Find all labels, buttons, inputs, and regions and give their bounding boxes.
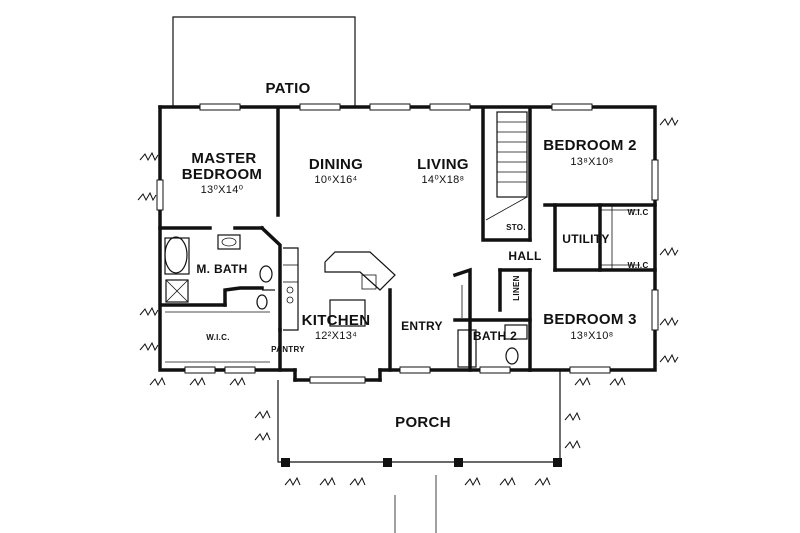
linen-label: LINEN bbox=[512, 275, 521, 301]
dining-dims: 10⁶X16⁴ bbox=[314, 174, 357, 186]
master-bedroom-label-1: MASTER bbox=[191, 150, 256, 167]
hall-label: HALL bbox=[508, 249, 541, 263]
closet-shelving bbox=[165, 205, 640, 363]
bath2-label: BATH 2 bbox=[473, 329, 517, 343]
interior-walls bbox=[158, 108, 657, 372]
wic-master-label: W.I.C. bbox=[206, 333, 230, 342]
pantry-label: PANTRY bbox=[271, 345, 305, 354]
utility-label: UTILITY bbox=[562, 232, 609, 246]
sto-label: STO. bbox=[506, 223, 526, 232]
m-bath-label: M. BATH bbox=[196, 262, 247, 276]
kitchen-dims: 12²X13⁴ bbox=[315, 330, 357, 342]
living-dims: 14⁰X18⁸ bbox=[422, 174, 465, 186]
windows bbox=[156, 103, 659, 384]
wic-b3-label: W.I.C bbox=[627, 261, 648, 270]
master-bedroom-dims: 13⁰X14⁰ bbox=[201, 184, 244, 196]
patio-label: PATIO bbox=[265, 80, 310, 97]
staircase bbox=[485, 111, 528, 221]
master-bedroom-label-2: BEDROOM bbox=[182, 166, 262, 183]
kitchen-label: KITCHEN bbox=[302, 312, 371, 329]
dining-label: DINING bbox=[309, 156, 363, 173]
bedroom3-dims: 13⁸X10⁸ bbox=[570, 330, 613, 342]
bedroom2-label: BEDROOM 2 bbox=[543, 137, 637, 154]
landscape-shrubs bbox=[137, 116, 679, 487]
porch-label: PORCH bbox=[395, 414, 451, 431]
bath-fixtures bbox=[164, 234, 528, 368]
patio-outline bbox=[172, 16, 356, 107]
wic-b2-label: W.I.C bbox=[627, 208, 648, 217]
porch-outline bbox=[277, 370, 562, 533]
bedroom3-label: BEDROOM 3 bbox=[543, 311, 637, 328]
entry-label: ENTRY bbox=[401, 319, 443, 333]
room-labels: PATIO MASTER BEDROOM 13⁰X14⁰ DINING 10⁶X… bbox=[182, 80, 648, 431]
kitchen-counters bbox=[283, 247, 396, 331]
bedroom2-dims: 13⁸X10⁸ bbox=[570, 156, 613, 168]
living-label: LIVING bbox=[417, 156, 469, 173]
